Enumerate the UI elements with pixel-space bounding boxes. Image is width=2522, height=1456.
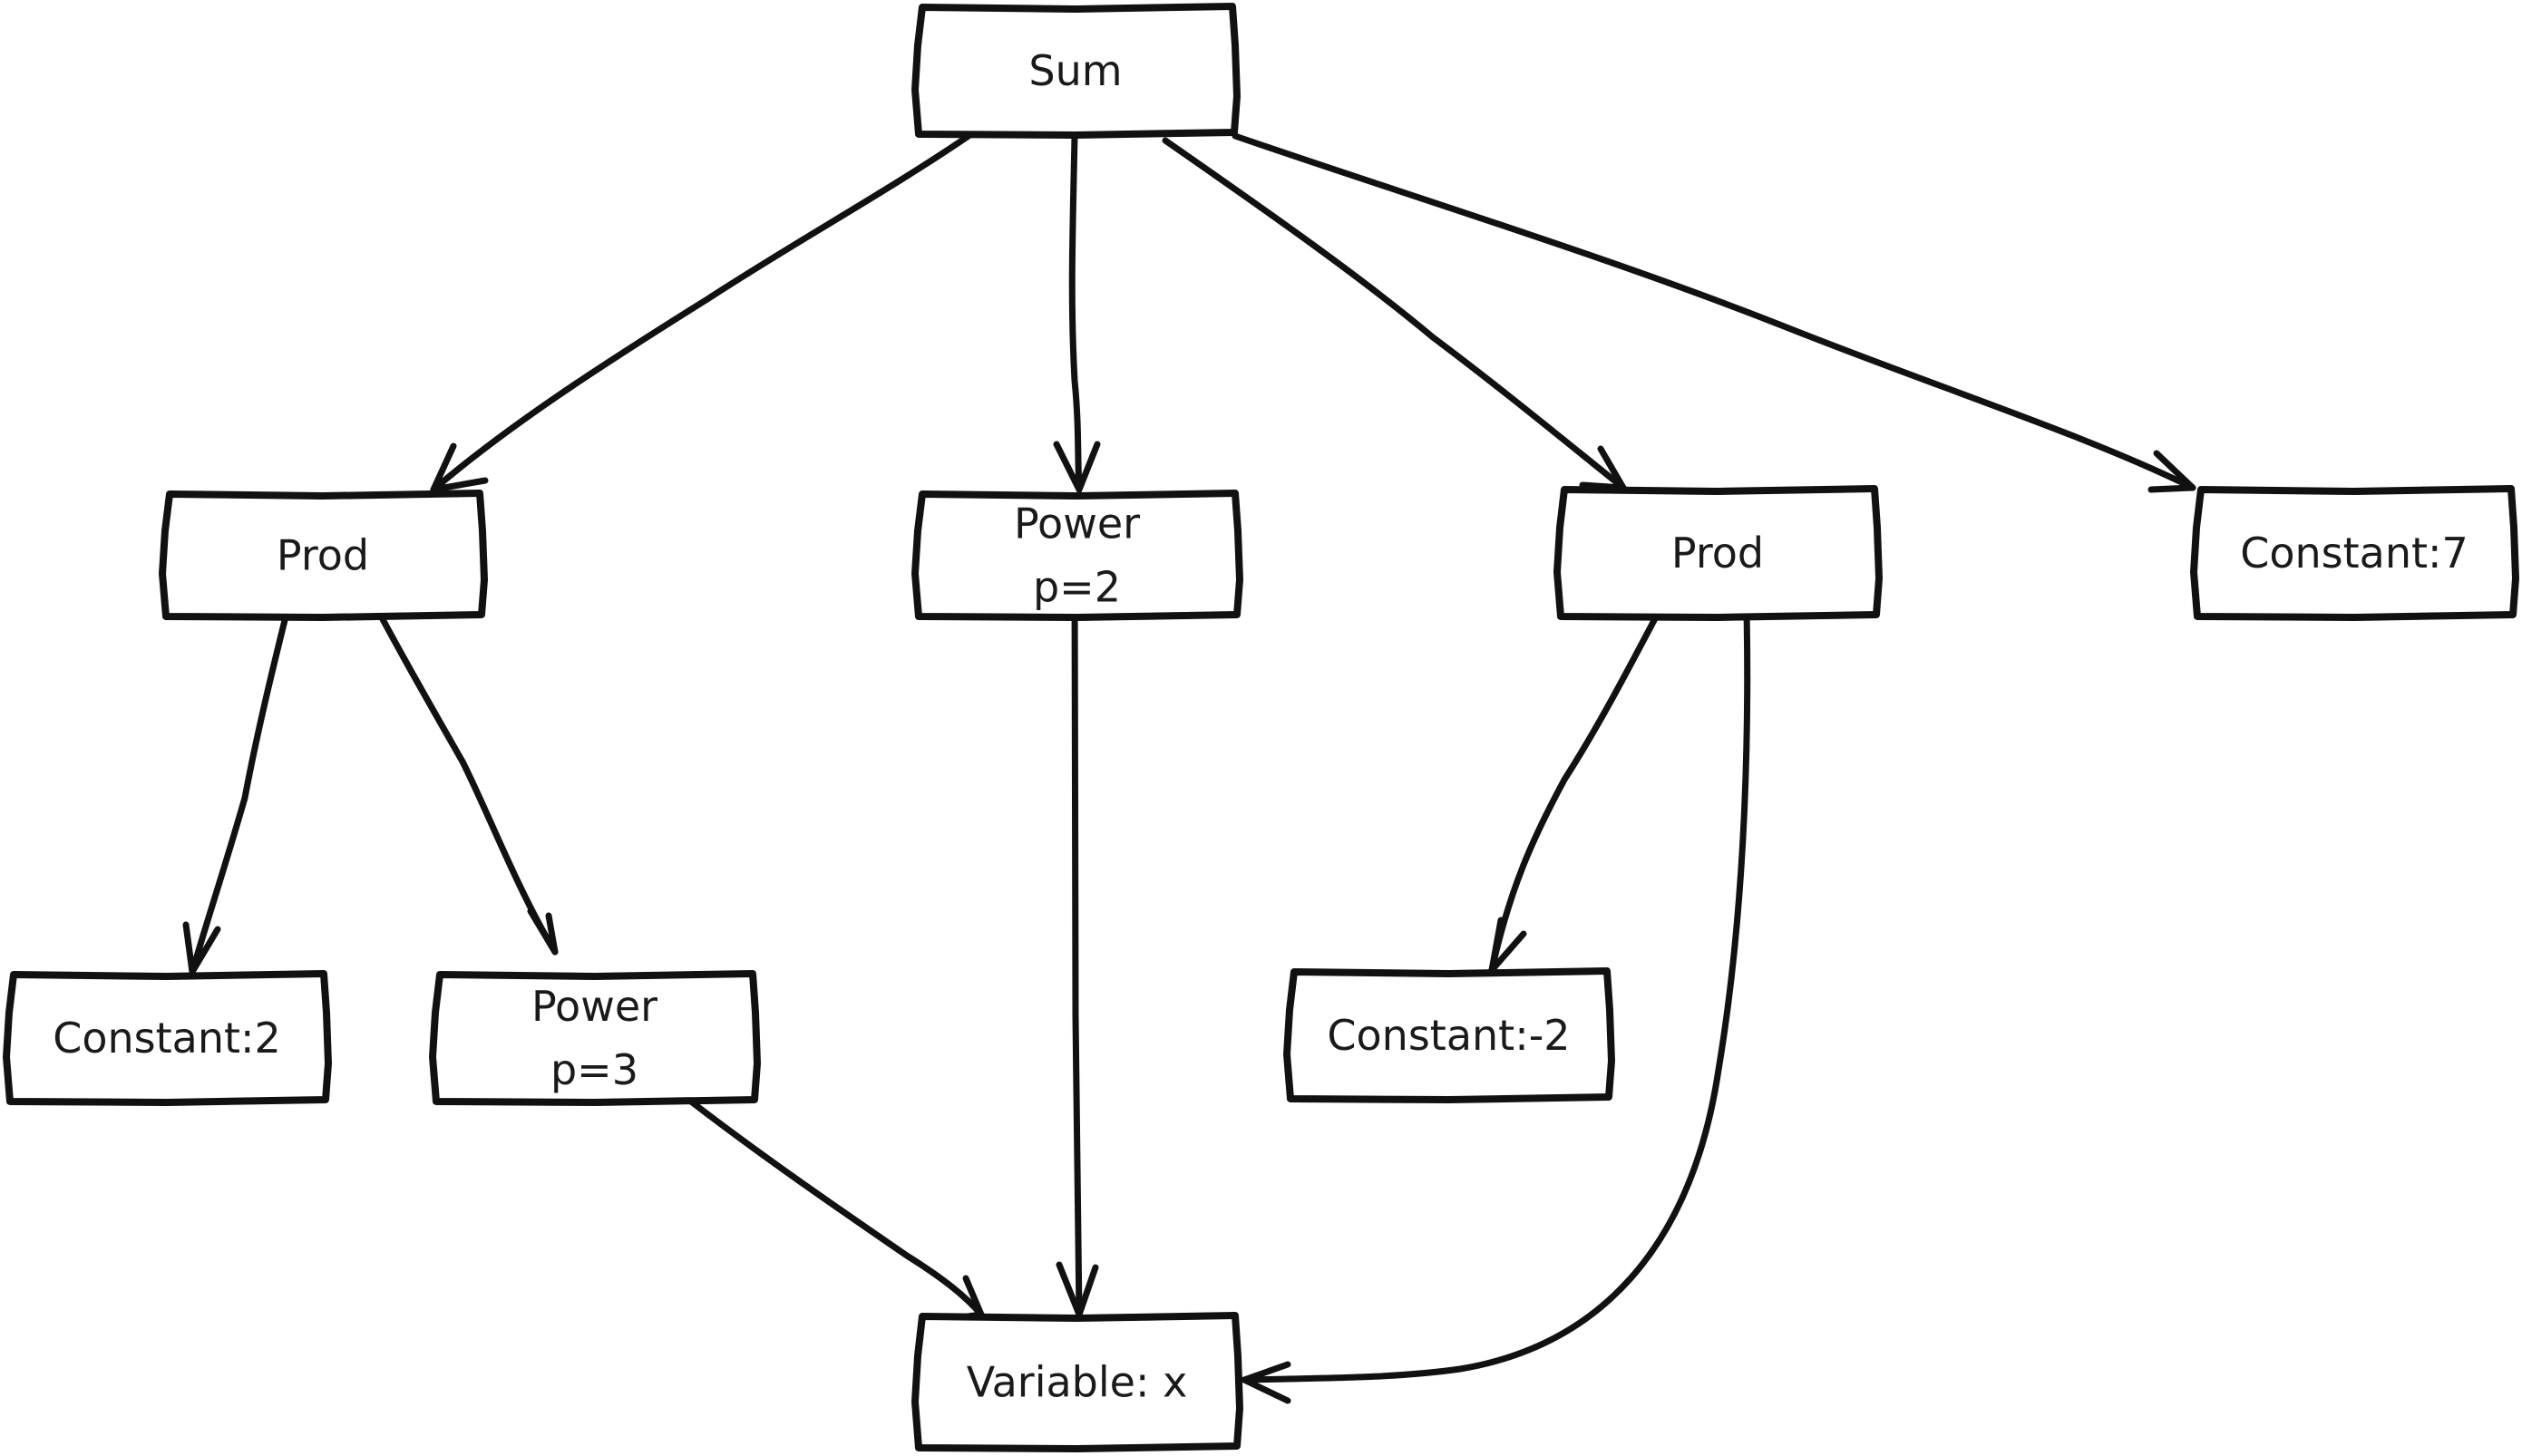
edge-power-p2-to-variable-x (1056, 577, 1099, 1318)
node-box (3, 970, 332, 1106)
node-label: Constant:2 (53, 1014, 281, 1063)
edge-line (1241, 572, 1751, 1383)
node-power-p3: Power p=3 (429, 970, 761, 1106)
node-box (2190, 485, 2519, 621)
arrowhead-icon (1488, 917, 1527, 974)
arrowhead-icon (430, 442, 489, 493)
node-label: Power (1014, 500, 1140, 548)
edge-line (1071, 577, 1083, 1318)
node-prod-right: Prod (1553, 485, 1883, 621)
edge-line (1488, 572, 1681, 974)
edge-sum-to-prod-left (430, 132, 972, 493)
node-sum: Sum (911, 3, 1241, 139)
edge-prod-right-to-constant-neg2 (1488, 572, 1681, 974)
node-constant-7: Constant:7 (2190, 485, 2519, 621)
node-power-p2: Power p=2 (911, 490, 1243, 621)
node-box (429, 970, 761, 1106)
node-box (911, 490, 1243, 621)
arrowhead-icon (2147, 450, 2196, 493)
node-label: Constant:7 (2240, 529, 2468, 578)
edge-line (189, 577, 298, 976)
edge-line (430, 132, 972, 493)
node-label: Power (531, 982, 657, 1031)
node-label: Sum (1028, 46, 1122, 95)
edge-line (1162, 137, 1627, 491)
node-box (1553, 485, 1883, 621)
node-label: Prod (1671, 529, 1764, 578)
node-label: Constant:-2 (1327, 1011, 1570, 1060)
arrowhead-icon (182, 921, 221, 976)
arrowhead-icon (1053, 441, 1101, 493)
edge-line (355, 569, 559, 956)
node-box (1283, 967, 1615, 1103)
edges-layer (182, 132, 2196, 1404)
edge-prod-right-to-variable-x (1241, 572, 1751, 1404)
edge-sum-to-power-p2 (1053, 132, 1101, 493)
edge-prod-left-to-constant-2 (182, 577, 298, 976)
arrowhead-icon (1241, 1361, 1291, 1404)
node-constant-neg2: Constant:-2 (1283, 967, 1615, 1103)
node-label: Variable: x (967, 1358, 1188, 1407)
node-variable-x: Variable: x (911, 1312, 1243, 1452)
edge-power-p3-to-variable-x (687, 1098, 985, 1323)
node-label: Prod (277, 531, 369, 580)
arrowhead-icon (527, 908, 559, 956)
node-box (911, 3, 1241, 139)
node-constant-2: Constant:2 (3, 970, 332, 1106)
node-label: p=3 (550, 1045, 638, 1094)
edge-sum-to-constant-7 (1232, 132, 2196, 493)
edge-line (1232, 132, 2196, 491)
node-label: p=2 (1033, 563, 1121, 612)
node-box (159, 490, 488, 621)
edge-prod-left-to-power-p3 (355, 569, 559, 956)
node-prod-left: Prod (159, 490, 488, 621)
node-box (911, 1312, 1243, 1452)
edge-line (1068, 132, 1083, 493)
edge-line (687, 1098, 985, 1318)
